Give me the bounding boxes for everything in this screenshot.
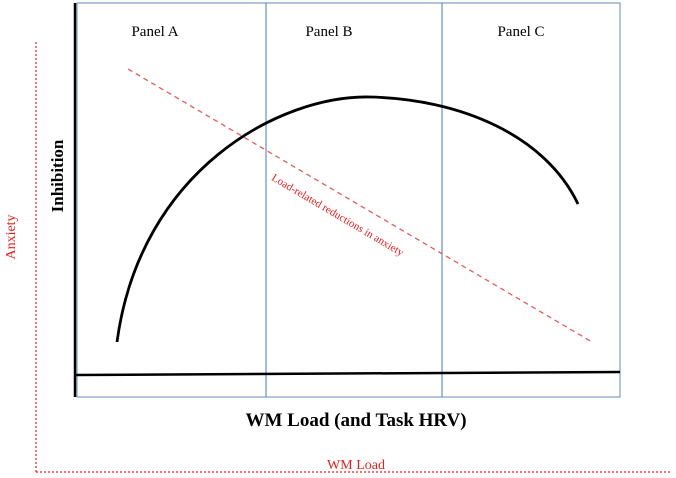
panel-c-box	[441, 2, 621, 398]
outer-x-axis-label: WM Load	[327, 458, 385, 473]
panel-a-box	[76, 2, 267, 398]
panel-b-label: Panel B	[305, 24, 352, 40]
panel-a-label: Panel A	[131, 24, 178, 40]
inner-x-axis-label: WM Load (and Task HRV)	[245, 410, 466, 431]
inverted-u-curve	[115, 95, 580, 343]
panel-b-box	[265, 2, 443, 398]
panel-c-label: Panel C	[497, 24, 544, 40]
inner-x-axis	[74, 370, 621, 377]
inner-y-axis-label: Inhibition	[48, 139, 67, 212]
anxiety-trend-line	[127, 68, 593, 343]
trend-annotation: Load-related reductions in anxiety	[269, 172, 406, 259]
outer-y-axis-label: Anxiety	[4, 214, 19, 259]
